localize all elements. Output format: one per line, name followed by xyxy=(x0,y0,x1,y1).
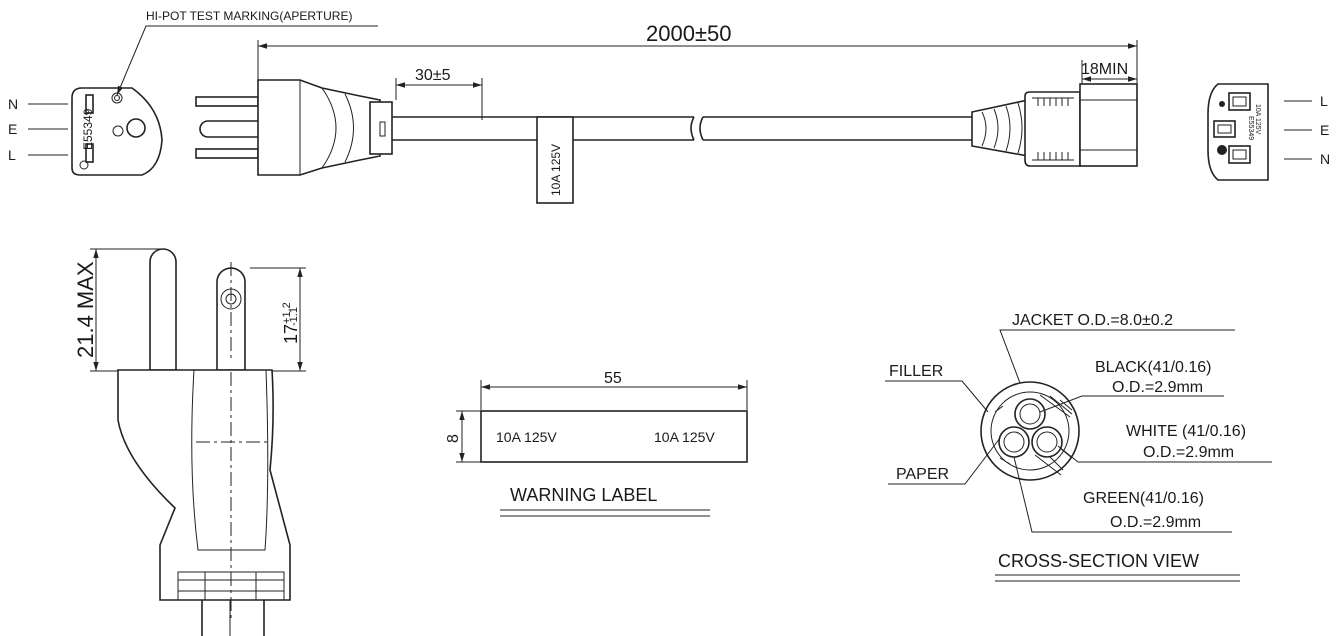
green-wire-od: O.D.=2.9mm xyxy=(1110,514,1201,531)
cord-assembly-view: 2000±50 30±5 10A 125V xyxy=(195,21,1138,204)
pin-length-tol-upper: +1.2 xyxy=(281,302,293,324)
pin-length-dim: 17 xyxy=(281,324,301,344)
hipot-marking-callout: HI-POT TEST MARKING(APERTURE) xyxy=(116,9,378,96)
connector-label-e: E xyxy=(1320,122,1329,138)
black-wire-text: BLACK(41/0.16) xyxy=(1095,359,1212,376)
warning-label-box xyxy=(480,410,748,463)
jacket-od-text: JACKET O.D.=8.0±0.2 xyxy=(1012,312,1173,329)
warning-label-width-dim: 55 xyxy=(604,370,622,387)
hipot-marking-text: HI-POT TEST MARKING(APERTURE) xyxy=(146,9,352,23)
plug-label-n: N xyxy=(8,96,18,112)
warning-label-detail: 55 8 10A 125V 10A 125V WARNING LABEL xyxy=(445,370,748,517)
connector-label-l: L xyxy=(1320,93,1328,109)
plug-cert-text: E55349 xyxy=(81,108,95,150)
warning-label-text-right: 10A 125V xyxy=(654,429,715,445)
label-position-dim: 30±5 xyxy=(415,67,451,84)
plug-face-view: E55349 N E L xyxy=(8,87,163,176)
pin-length-tol-lower: -1.1 xyxy=(288,307,300,326)
plug-max-height-dim: 21.4 MAX xyxy=(73,261,98,358)
warning-label-height-dim: 8 xyxy=(445,434,462,443)
connector-min-dim: 18MIN xyxy=(1081,61,1128,78)
plug-label-e: E xyxy=(8,121,17,137)
connector-face-view: 10A 125V E55349 L E N xyxy=(1207,83,1330,181)
plug-side-view: 21.4 MAX 17+1.2 -1.1 xyxy=(73,248,306,636)
white-wire-od: O.D.=2.9mm xyxy=(1143,444,1234,461)
connector-cert-text: E55349 xyxy=(1247,116,1254,140)
filler-text: FILLER xyxy=(889,363,943,380)
cord-flag-text: 10A 125V xyxy=(549,144,563,196)
svg-text:17+1.2: 17+1.2 xyxy=(281,302,301,344)
overall-length-dim: 2000±50 xyxy=(646,21,732,46)
cross-section-view: JACKET O.D.=8.0±0.2 FILLER PAPER BLACK(4… xyxy=(885,312,1272,582)
black-wire-od: O.D.=2.9mm xyxy=(1112,379,1203,396)
paper-text: PAPER xyxy=(896,466,949,483)
plug-label-l: L xyxy=(8,147,16,163)
connector-rating-text: 10A 125V xyxy=(1254,104,1261,135)
green-wire-text: GREEN(41/0.16) xyxy=(1083,490,1204,507)
jacket-circle xyxy=(980,381,1080,481)
connector-label-n: N xyxy=(1320,151,1330,167)
white-wire-text: WHITE (41/0.16) xyxy=(1126,423,1246,440)
warning-label-text-left: 10A 125V xyxy=(496,429,557,445)
warning-label-caption: WARNING LABEL xyxy=(510,485,657,505)
cross-section-caption: CROSS-SECTION VIEW xyxy=(998,551,1199,571)
